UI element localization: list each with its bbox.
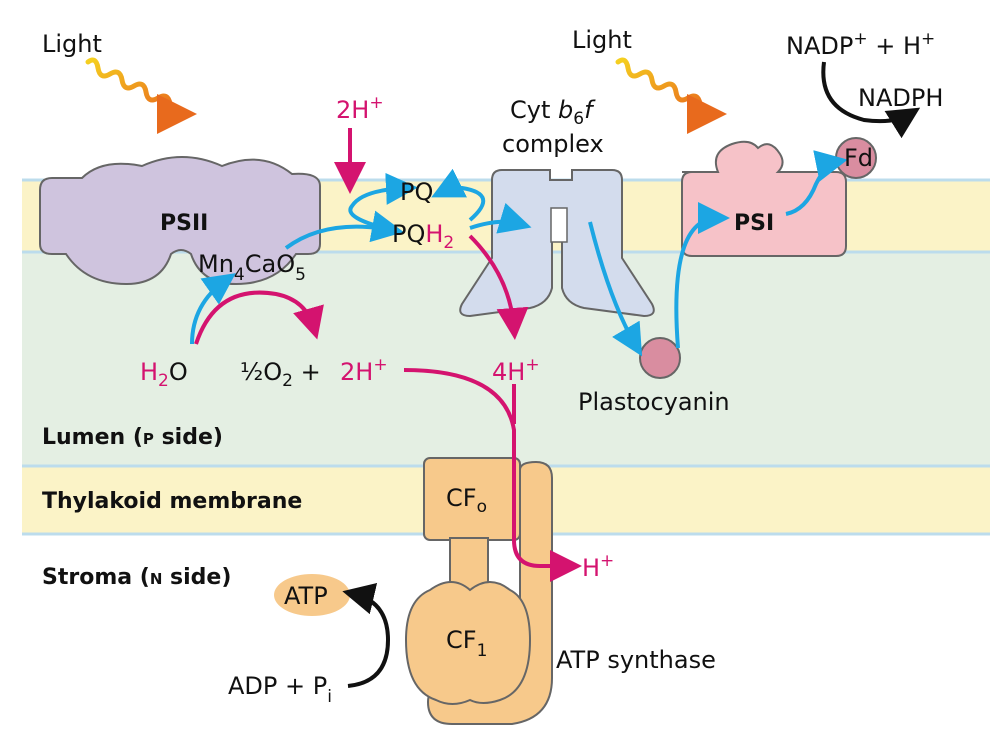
stroma-label: Stroma (N side) <box>42 565 231 590</box>
psii-complex <box>39 156 321 286</box>
plastocyanin-label: Plastocyanin <box>578 388 730 416</box>
psii-label: PSII <box>160 211 208 236</box>
electron-arrow <box>190 273 236 345</box>
adp-label: ADP + Pi <box>228 672 332 707</box>
light-label-left: Light <box>42 30 102 58</box>
light-wave-right <box>615 57 727 134</box>
h2o-label: H2O <box>140 358 188 391</box>
cfo-label: CFo <box>446 484 487 517</box>
electron-arrow <box>588 221 643 357</box>
mn-cluster-label: Mn4CaO5 <box>198 250 306 285</box>
cyt-label: Cyt b6f <box>510 96 596 129</box>
cf1-subunit <box>404 581 532 705</box>
electron-arrow <box>674 202 730 349</box>
cf-stalk <box>449 537 489 591</box>
atp-formation-arrow <box>342 583 391 688</box>
proton-arrow <box>403 368 582 582</box>
atp-synthase-label: ATP synthase <box>556 646 716 674</box>
electron-arrow <box>469 202 532 234</box>
cf1-label: CF1 <box>446 626 487 661</box>
pq-label: PQ <box>400 178 433 206</box>
atp-ellipse <box>274 574 350 616</box>
electron-arrow <box>785 150 848 216</box>
two-h-lumen-label: 2H+ <box>340 355 388 386</box>
two-h-top-label: 2H+ <box>336 93 384 124</box>
proton-arrow <box>468 234 529 340</box>
lumen-label: Lumen (P side) <box>42 425 223 450</box>
h-stroma-label: H+ <box>582 551 614 582</box>
light-label-right: Light <box>572 26 632 54</box>
plastocyanin-protein <box>639 337 681 379</box>
cyt-cleft <box>550 207 568 243</box>
oxygen-label: ½O2 + <box>240 358 321 391</box>
light-wave-left <box>85 57 197 134</box>
atp-label: ATP <box>284 582 328 610</box>
proton-arrow <box>194 290 324 345</box>
thylakoid-membrane-label: Thylakoid membrane <box>42 489 302 514</box>
four-h-label: 4H+ <box>492 355 540 386</box>
fd-label: Fd <box>844 144 873 172</box>
pqh2-label: PQH2 <box>392 220 454 253</box>
nadph-label: NADPH <box>858 84 943 112</box>
psi-complex <box>681 140 847 257</box>
electron-arrow <box>431 168 485 222</box>
nadp-label: NADP+ + H+ <box>786 29 935 60</box>
electron-arrow <box>348 172 418 232</box>
psi-label: PSI <box>734 211 774 236</box>
nadph-arrow <box>821 61 921 139</box>
cyt-complex-label: complex <box>502 130 604 158</box>
